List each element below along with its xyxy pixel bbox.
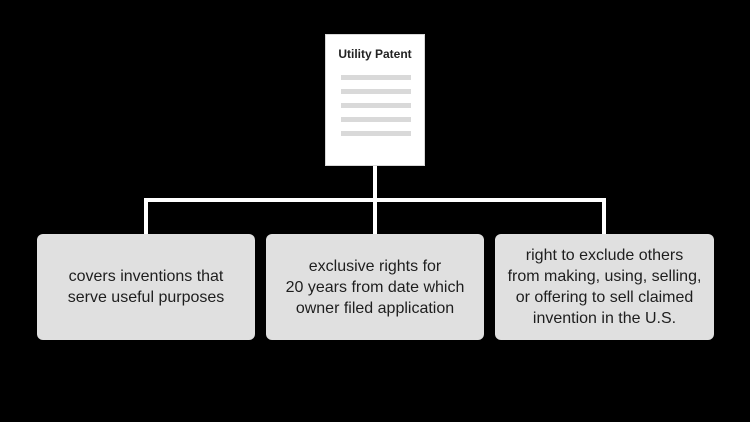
document-text-line bbox=[341, 75, 411, 80]
document-text-line bbox=[341, 103, 411, 108]
connector-branch-right bbox=[602, 198, 606, 234]
child-box-right-to-exclude: right to exclude others from making, usi… bbox=[495, 234, 714, 340]
child-box-text: covers inventions that serve useful purp… bbox=[67, 268, 225, 306]
connector-branch-middle bbox=[373, 198, 377, 234]
document-text-line bbox=[341, 89, 411, 94]
document-text-line bbox=[341, 117, 411, 122]
child-box-text: right to exclude others from making, usi… bbox=[507, 247, 702, 327]
document-text-line bbox=[341, 131, 411, 136]
document-icon: Utility Patent bbox=[325, 34, 425, 166]
child-box-useful-purposes: covers inventions that serve useful purp… bbox=[37, 234, 255, 340]
root-title: Utility Patent bbox=[338, 47, 412, 61]
child-box-exclusive-rights: exclusive rights for 20 years from date … bbox=[266, 234, 484, 340]
connector-branch-left bbox=[144, 198, 148, 234]
child-box-text: exclusive rights for 20 years from date … bbox=[285, 257, 465, 317]
connector-trunk bbox=[373, 166, 377, 200]
